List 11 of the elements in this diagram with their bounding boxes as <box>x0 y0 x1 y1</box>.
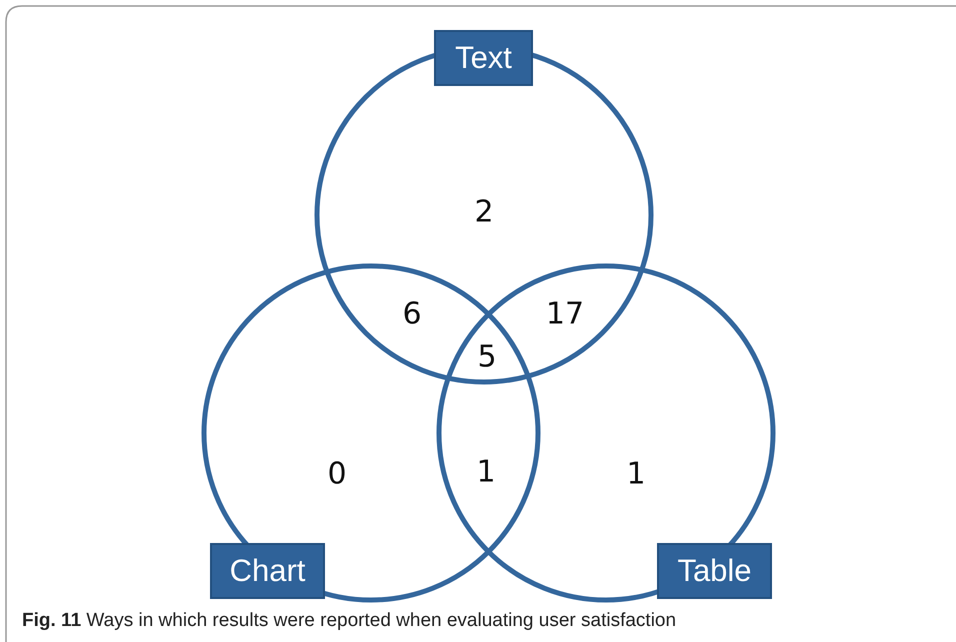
count-label: 6 <box>402 296 422 332</box>
figure-caption: Fig. 11 Ways in which results were reported when evaluating user satisfaction <box>22 610 676 632</box>
set-label: Table <box>657 543 772 599</box>
set-label: Text <box>434 30 533 86</box>
set-label: Chart <box>210 543 325 599</box>
count-label: 1 <box>476 454 496 490</box>
count-label: 0 <box>327 456 347 492</box>
count-label: 5 <box>477 340 497 374</box>
count-label: 17 <box>546 296 584 332</box>
count-label: 1 <box>626 456 646 492</box>
count-label: 2 <box>474 194 494 230</box>
